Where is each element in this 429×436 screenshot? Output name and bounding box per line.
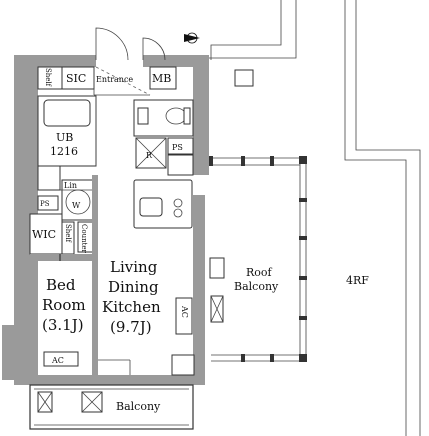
ldk-ac-label: AC [180,305,189,318]
dining-label: Dining [108,278,159,296]
washer-label: W [72,201,81,210]
roof-label: Roof [246,266,273,279]
north-arrow-icon [184,32,200,44]
ldk-size-label: (9.7J) [110,318,152,336]
balcony [29,384,194,430]
kitchen-counter [133,179,193,229]
bed-ac-label: AC [51,356,64,365]
mb-label: MB [152,72,171,85]
roof-fixture [234,69,254,87]
bedroom-walls [30,175,98,375]
fridge-label: R [146,151,153,160]
entry-area [37,66,177,96]
entrance-label: Entrance [96,75,133,84]
toilet [133,99,194,137]
walk-in-closet [29,213,95,255]
unit-bath [37,95,97,167]
lin-label: Lin [64,181,77,190]
ub-size-label: 1216 [50,145,78,158]
shelf-label-top: Shelf [44,68,52,88]
ps-left-label: PS [40,200,50,208]
balcony-label: Balcony [116,400,161,413]
bed-label: Bed [46,276,76,294]
shelf-wic-label: Shelf [64,224,72,244]
rf-label: 4RF [346,274,369,287]
roof-balcony-frame [209,156,307,362]
roof-balcony-label: Balcony [234,280,279,293]
bed-size-label: (3.1J) [42,316,84,334]
room-label: Room [42,296,86,314]
laundry-area [37,165,96,221]
wic-label: WIC [32,228,56,241]
sliding-doors [98,359,131,375]
entrance-door [95,27,166,61]
sic-label: SIC [66,72,86,85]
living-label: Living [110,258,158,276]
kitchen-label: Kitchen [102,298,161,316]
counter-label: Counter [80,224,88,254]
roof-outline [209,0,421,436]
ps-label: PS [172,143,183,152]
ub-label: UB [56,131,73,144]
ldk-ac [171,297,195,376]
fridge-ps [135,137,194,176]
